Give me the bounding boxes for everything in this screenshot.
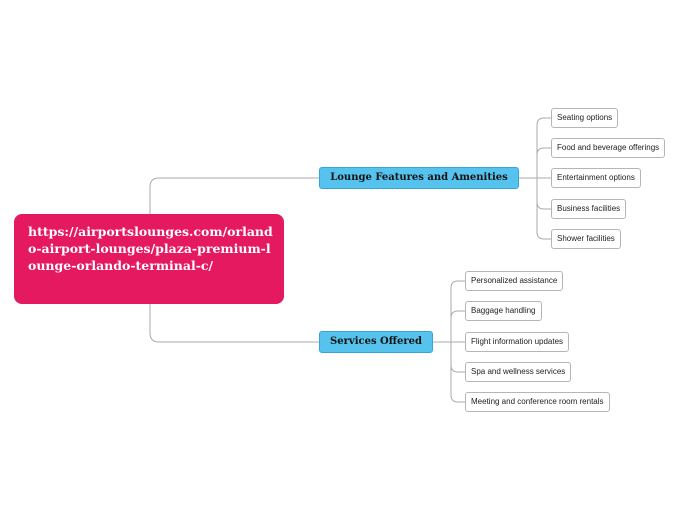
connector-features-leaf-5 <box>536 178 551 240</box>
branch-services-offered[interactable]: Services Offered <box>319 331 433 353</box>
leaf-baggage-handling[interactable]: Baggage handling <box>465 301 542 321</box>
leaf-food-and-beverage[interactable]: Food and beverage offerings <box>551 138 666 158</box>
connector-features-leaf-4 <box>536 178 551 210</box>
connector-root-services <box>149 304 319 343</box>
leaf-business-facilities[interactable]: Business facilities <box>551 199 627 219</box>
branch-lounge-features[interactable]: Lounge Features and Amenities <box>319 167 519 189</box>
root-topic[interactable]: https://airportslounges.com/orlando-airp… <box>14 214 284 304</box>
leaf-spa-and-wellness[interactable]: Spa and wellness services <box>465 362 572 382</box>
connector-features-leaf-2 <box>536 147 551 178</box>
leaf-meeting-and-conference-rooms[interactable]: Meeting and conference room rentals <box>465 392 610 412</box>
connector-services-leaf-2 <box>450 310 465 342</box>
leaf-entertainment-options[interactable]: Entertainment options <box>551 168 641 188</box>
leaf-personalized-assistance[interactable]: Personalized assistance <box>465 271 564 291</box>
connector-services-leaf-5 <box>450 342 465 403</box>
connector-services-leaf-4 <box>450 342 465 373</box>
leaf-flight-information-updates[interactable]: Flight information updates <box>465 332 570 352</box>
connector-services-leaf-1 <box>450 280 465 342</box>
connector-root-features <box>149 177 319 214</box>
leaf-seating-options[interactable]: Seating options <box>551 108 619 128</box>
connector-features-leaf-1 <box>536 117 551 178</box>
leaf-shower-facilities[interactable]: Shower facilities <box>551 229 621 249</box>
